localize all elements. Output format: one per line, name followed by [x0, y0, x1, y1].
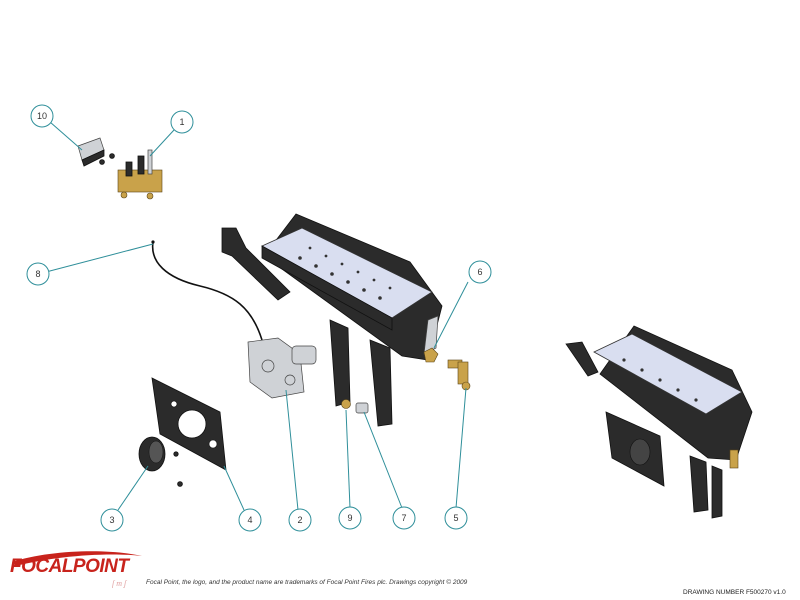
burner-ports [298, 246, 392, 300]
balloon-3: 3 [100, 508, 124, 532]
balloon-9: 9 [338, 506, 362, 530]
part-nut-6 [423, 347, 439, 363]
balloon-label: 6 [477, 267, 482, 277]
logo-text: FOCALPOINT [10, 556, 129, 577]
balloon-10: 10 [30, 104, 54, 128]
drawing-number: DRAWING NUMBER F500270 v1.0 [683, 589, 786, 596]
focalpoint-logo: ſ m ʃ FOCALPOINT [8, 548, 148, 588]
part-nut [341, 399, 351, 409]
leader-lines [45, 121, 469, 511]
part-elbow [447, 359, 471, 391]
balloon-5: 5 [444, 506, 468, 530]
part-bracket [77, 137, 115, 167]
balloon-label: 5 [453, 513, 458, 523]
balloon-2: 2 [288, 508, 312, 532]
balloon-8: 8 [26, 262, 50, 286]
balloon-4: 4 [238, 508, 262, 532]
assembled-burner-view [565, 325, 753, 519]
balloon-label: 3 [109, 515, 114, 525]
svg-text:ſ m ʃ: ſ m ʃ [112, 579, 128, 588]
trademark-notice: Focal Point, the logo, and the product n… [146, 579, 468, 586]
balloon-label: 1 [179, 117, 184, 127]
balloon-label: 4 [247, 515, 252, 525]
balloon-label: 8 [35, 269, 40, 279]
balloon-6: 6 [468, 260, 492, 284]
balloon-1: 1 [170, 110, 194, 134]
part-fitting [355, 402, 369, 414]
logo-swoosh-icon: ſ m ʃ [12, 551, 142, 588]
part-mounting-plate [151, 377, 227, 471]
balloon-label: 2 [297, 515, 302, 525]
part-pilot-assembly [117, 149, 163, 200]
balloon-7: 7 [392, 506, 416, 530]
part-motor [247, 337, 317, 399]
part-knob [138, 436, 183, 487]
balloon-label: 10 [37, 111, 47, 121]
balloon-label: 7 [401, 513, 406, 523]
balloon-label: 9 [347, 513, 352, 523]
part-cable [151, 240, 263, 341]
part-burner-assembly [221, 213, 443, 427]
